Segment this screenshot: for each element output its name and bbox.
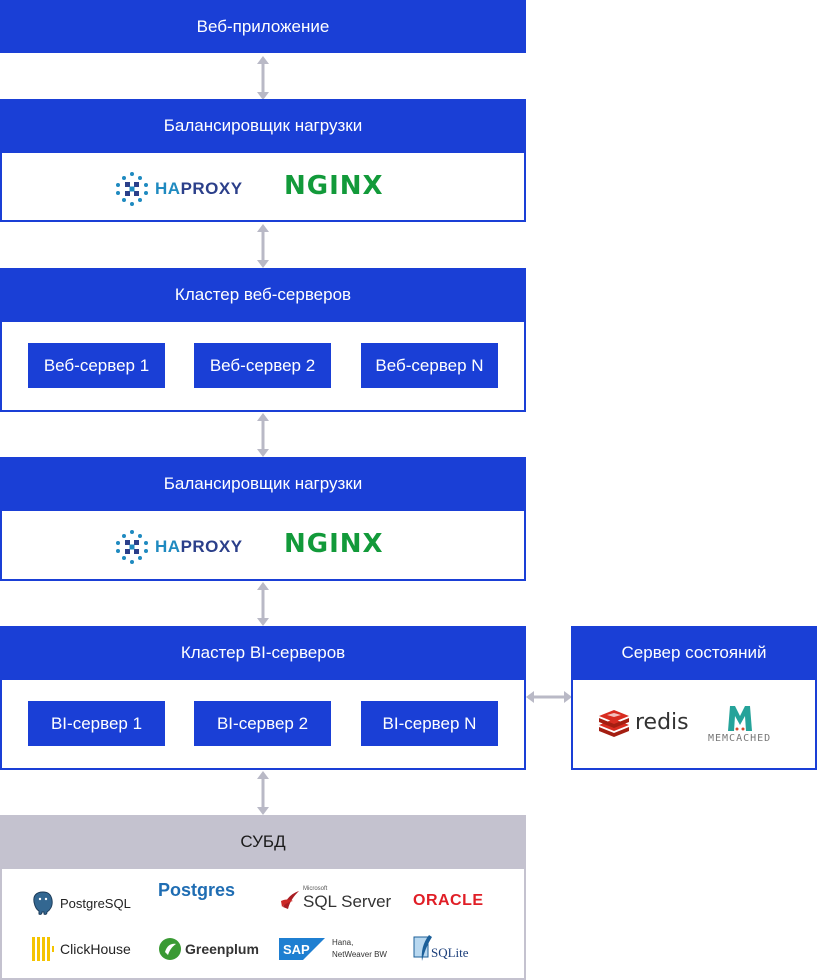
memcached-label: MEMCACHED — [708, 733, 772, 744]
sqlite-icon — [413, 935, 432, 961]
nginx-logo: NGINX — [284, 171, 384, 201]
haproxy-logo: HAPROXY — [113, 170, 243, 208]
haproxy-icon — [116, 172, 148, 206]
redis-icon — [599, 710, 629, 737]
haproxy-label: HAPROXY — [155, 537, 243, 556]
sap-sub-2: NetWeaver BW — [332, 950, 387, 959]
web-server-1: Веб-сервер 1 — [28, 343, 165, 388]
postgresql-icon — [33, 891, 53, 915]
web-server-n: Веб-сервер N — [361, 343, 498, 388]
sap-icon: SAP — [279, 938, 325, 960]
greenplum-logo: Greenplum — [158, 937, 259, 961]
nginx-logo: NGINX — [284, 529, 384, 559]
sql-server-sub: Microsoft — [303, 886, 328, 892]
postgresql-logo: PostgreSQL — [31, 890, 131, 916]
sql-server-logo: Microsoft SQL Server — [279, 886, 391, 912]
bi-server-1: BI-сервер 1 — [28, 701, 165, 746]
clickhouse-label: ClickHouse — [60, 941, 131, 957]
sqlite-logo: SQLite — [413, 935, 469, 961]
sqlite-label: SQLite — [431, 945, 469, 960]
bi-server-n: BI-сервер N — [361, 701, 498, 746]
arrow-web-to-lb1 — [257, 56, 269, 100]
sap-sub-1: Hana, — [332, 938, 354, 947]
web-cluster-header: Кластер веб-серверов — [0, 268, 526, 322]
postgres-pro-label: Postgres — [158, 880, 236, 900]
clickhouse-logo: ClickHouse — [32, 937, 131, 961]
memcached-icon — [727, 706, 752, 731]
clickhouse-icon — [32, 937, 54, 961]
sql-server-icon — [281, 891, 299, 909]
oracle-logo: ORACLE — [413, 892, 484, 910]
bi-server-2: BI-сервер 2 — [194, 701, 331, 746]
load-balancer-2-header: Балансировщик нагрузки — [0, 457, 526, 511]
dbms-header: СУБД — [0, 815, 526, 869]
web-app-header: Веб-приложение — [0, 0, 526, 53]
postgres-pro-logo: Postgres — [158, 880, 235, 901]
haproxy-label: HAPROXY — [155, 179, 243, 198]
sql-server-label: SQL Server — [303, 892, 392, 911]
haproxy-icon — [116, 530, 148, 564]
memcached-logo: MEMCACHED — [708, 703, 771, 744]
arrow-lb2-to-bi-cluster — [257, 582, 269, 626]
redis-label: redis — [635, 709, 689, 735]
load-balancer-1-header: Балансировщик нагрузки — [0, 99, 526, 153]
svg-text:SAP: SAP — [283, 942, 310, 957]
bi-cluster-header: Кластер BI-серверов — [0, 626, 526, 680]
state-server-header: Сервер состояний — [571, 626, 817, 680]
arrow-bi-cluster-to-dbms — [257, 771, 269, 815]
arrow-web-cluster-to-lb2 — [257, 413, 269, 457]
greenplum-label: Greenplum — [185, 941, 259, 957]
web-server-2: Веб-сервер 2 — [194, 343, 331, 388]
greenplum-icon — [159, 938, 181, 960]
oracle-label: ORACLE — [413, 892, 484, 909]
sap-logo: SAP Hana, NetWeaver BW — [279, 937, 387, 961]
haproxy-logo: HAPROXY — [113, 528, 243, 566]
redis-logo: redis — [597, 707, 689, 737]
arrow-bi-cluster-to-state-server — [526, 691, 572, 703]
postgresql-label: PostgreSQL — [60, 895, 131, 911]
arrow-lb1-to-web-cluster — [257, 224, 269, 268]
